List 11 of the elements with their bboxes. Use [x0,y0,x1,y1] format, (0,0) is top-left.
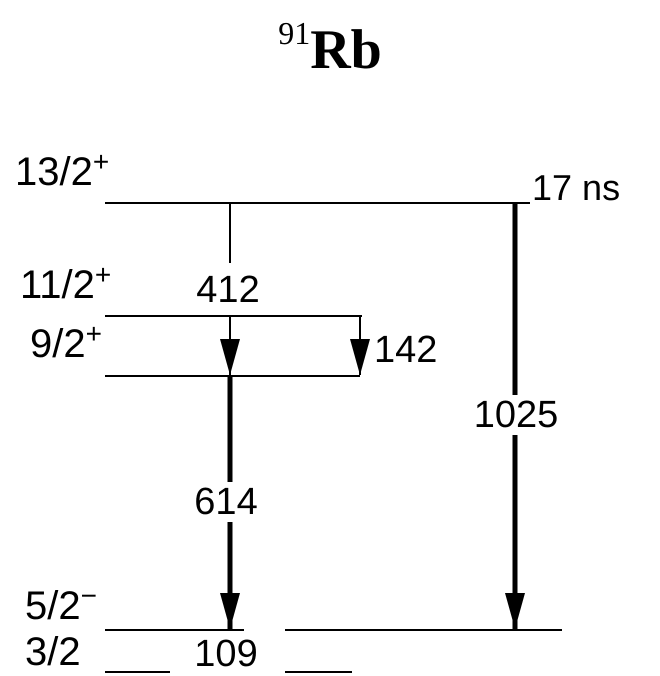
diagram-title: $^{91}$Rb [277,22,383,78]
transition-arrow [505,204,525,629]
transition-arrow [220,317,240,375]
spin-parity-label: 9/2$^{+}$ [30,322,102,368]
transition-arrow [350,317,370,375]
spin-parity-label: 13/2$^{+}$ [15,150,110,196]
transition-line [229,204,231,263]
half-life-label: 17 ns [532,168,620,208]
spin-parity-label: 3/2 [25,634,81,670]
spin-parity-label: 5/2$^{−}$ [25,584,97,630]
spin-parity-label: 11/2$^{+}$ [20,263,112,309]
